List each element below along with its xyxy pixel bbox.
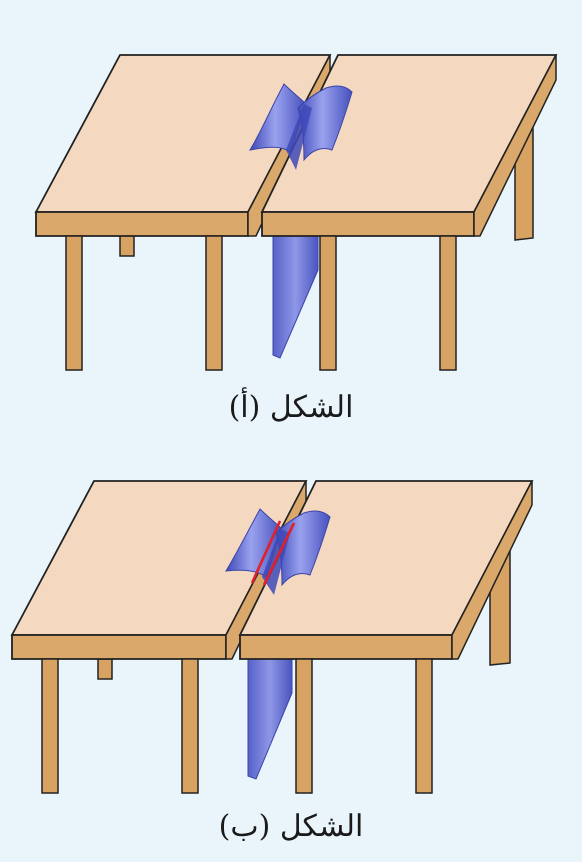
tables-scene-a	[0, 0, 582, 390]
figure-a: الشكل (أ)	[0, 0, 582, 425]
figure-b: الشكل (ب)	[0, 431, 582, 862]
caption-b: الشكل (ب)	[218, 809, 364, 844]
cloth-hanging-part	[247, 658, 293, 780]
cloth-over-tables	[248, 83, 353, 170]
caption-a: الشكل (أ)	[228, 390, 354, 425]
contact-line-marker	[250, 520, 296, 586]
table-left-back-leg	[97, 658, 113, 680]
tables-scene-b	[0, 431, 582, 811]
cloth-hanging-part	[272, 235, 319, 359]
table-left-back-leg	[119, 233, 135, 257]
